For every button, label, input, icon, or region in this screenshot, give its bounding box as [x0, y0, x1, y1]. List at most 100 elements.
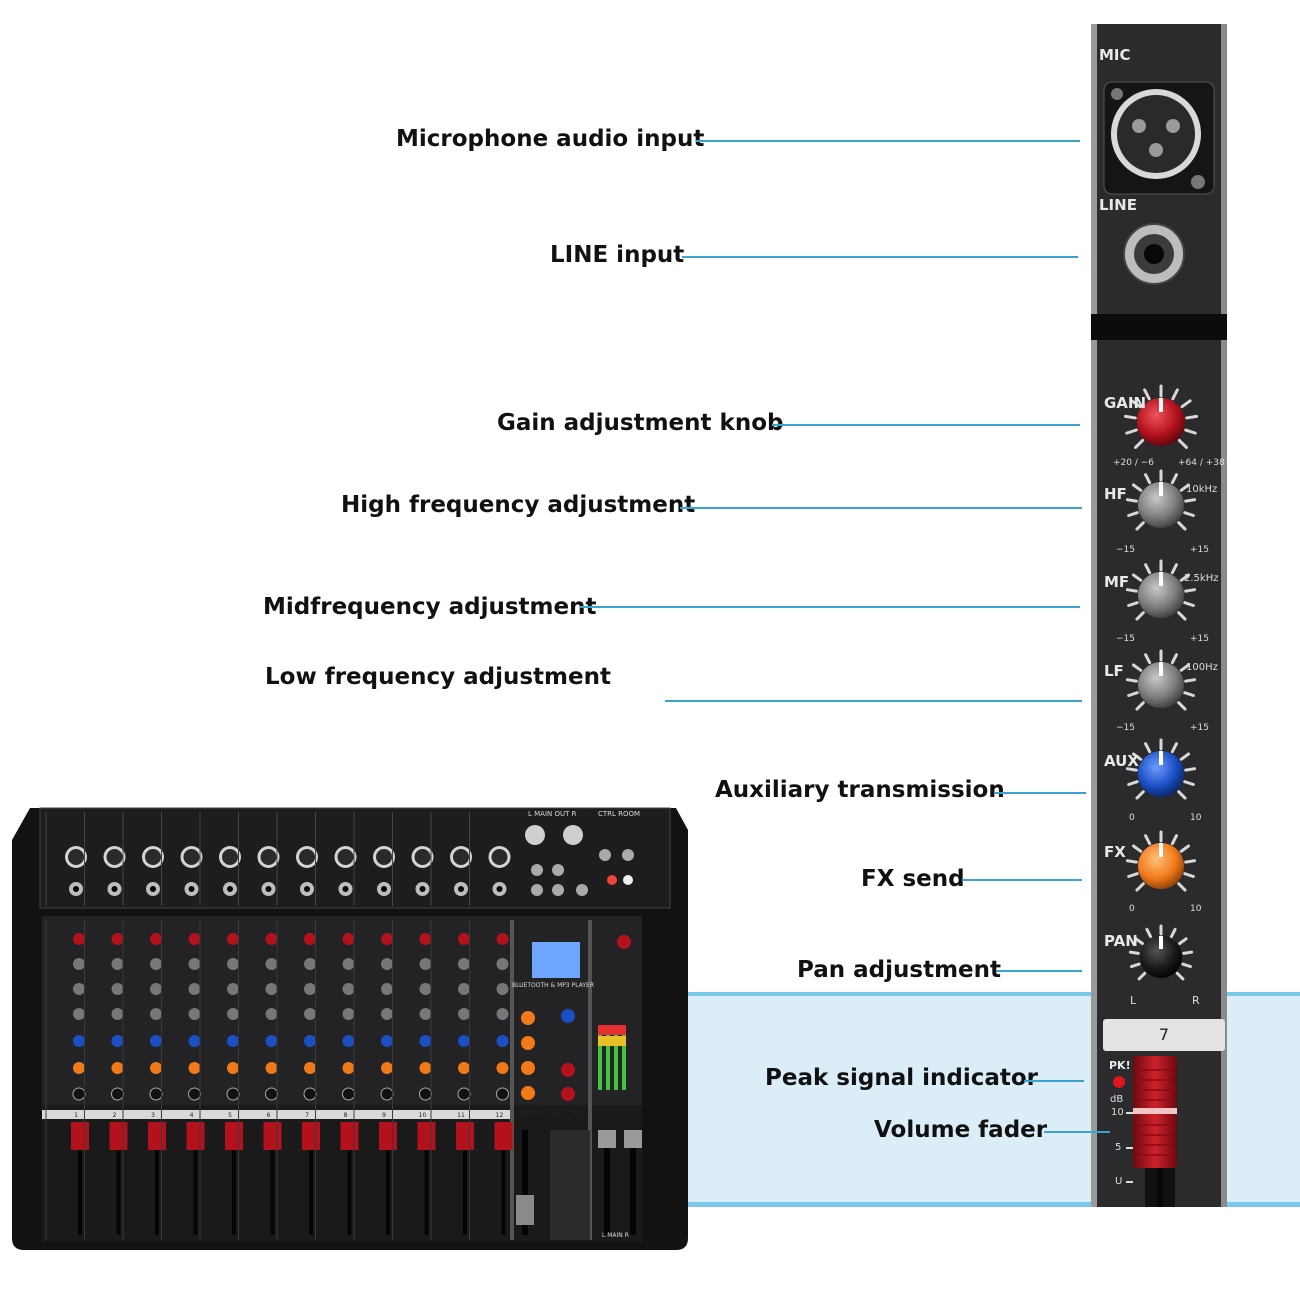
knob-tick — [1169, 927, 1177, 939]
fader-callout: Volume fader — [874, 1117, 1048, 1143]
knob-tick — [1179, 844, 1191, 853]
mixer-channel-part — [491, 849, 508, 865]
knob-tick — [1184, 588, 1197, 593]
mixer-channel-part — [226, 1087, 240, 1101]
mixer-channel-part — [379, 1122, 397, 1150]
mixer-channel-part — [227, 1062, 239, 1074]
mixer-channel-part — [458, 886, 464, 892]
fader-leader — [1044, 1131, 1110, 1133]
mf-max-label: +15 — [1190, 634, 1209, 644]
mixer-channel-part — [458, 1062, 470, 1074]
mixer-channel-part — [183, 849, 200, 865]
mixer-channel-part — [265, 1087, 278, 1101]
mixer-channel-part — [304, 1062, 316, 1074]
scale-5-label: 5 — [1115, 1142, 1122, 1153]
mixer-channel-part — [73, 1035, 85, 1047]
mixer-channel-number: 1 — [74, 1112, 78, 1119]
knob-tick — [1183, 601, 1195, 608]
mixer-channel-part — [73, 983, 85, 995]
mixer-main-out-label: L MAIN OUT R — [528, 810, 577, 818]
strip-hf-label: HF — [1104, 485, 1127, 503]
mixer-channel-part — [376, 849, 392, 865]
mixer-channel-part — [347, 1125, 352, 1235]
mixer-channel-part — [73, 886, 79, 892]
highlight-band-bottom — [678, 1202, 1300, 1207]
strip-mic-label: MIC — [1099, 46, 1131, 64]
aux-max-label: 10 — [1190, 813, 1202, 823]
gain-min-label: +20 / −6 — [1113, 458, 1155, 468]
mixer-channel-part — [227, 886, 233, 892]
mixer-channel-part — [304, 1008, 316, 1020]
mixer-channel-part — [186, 1122, 205, 1150]
mixer-channel-part — [419, 886, 426, 892]
knob-tick — [1131, 483, 1143, 492]
low-freq-leader — [665, 700, 1082, 702]
mixer-channel-part — [342, 933, 355, 945]
mixer-channel-part — [150, 958, 162, 970]
mixer-channel-part — [417, 1122, 436, 1150]
mixer-channel-part — [111, 1035, 124, 1047]
knob-tick — [1170, 563, 1178, 575]
mixer-channel-part — [188, 958, 201, 970]
knob-tick — [1135, 701, 1145, 711]
aux-min-label: 0 — [1129, 813, 1135, 823]
lf-knob-icon — [1138, 662, 1184, 708]
strip-mf-label: MF — [1104, 573, 1130, 591]
aux-callout: Auxiliary transmission — [715, 777, 1005, 803]
strip-line-label: LINE — [1099, 196, 1137, 214]
knob-tick — [1184, 498, 1197, 503]
mixer-channel-part — [68, 849, 84, 865]
mixer-channel-part — [73, 958, 85, 970]
mixer-channel-part — [381, 933, 393, 945]
line-input-leader — [682, 256, 1078, 258]
mixer-channel-part — [386, 1125, 390, 1235]
mixer-channel-part — [155, 1125, 159, 1235]
fx-max-label: 10 — [1190, 904, 1202, 914]
knob-tick — [1179, 752, 1191, 761]
mixer-aux-tape-label: AUX / TAPE — [552, 1111, 586, 1118]
highlight-band-top — [678, 992, 1300, 996]
mixer-channel-part — [150, 1008, 162, 1020]
mixer-channel-part — [337, 849, 354, 865]
mixer-channel-part — [265, 933, 278, 945]
mixer-channel-part — [303, 1087, 317, 1101]
knob-tick — [1127, 780, 1139, 787]
mixer-channel-part — [424, 1125, 429, 1235]
knob-tick — [1127, 691, 1139, 698]
mixer-channel-part — [111, 933, 124, 945]
mixer-channel-part — [225, 1122, 243, 1150]
mixer-channel-part — [419, 1035, 432, 1047]
knob-tick — [1182, 950, 1194, 955]
knob-tick — [1184, 428, 1197, 435]
mixer-channel-number: 6 — [267, 1112, 271, 1119]
knob-tick — [1135, 521, 1145, 531]
lf-min-label: −15 — [1116, 723, 1135, 733]
scale-10-label: 10 — [1111, 1107, 1124, 1118]
mixer-channel-part — [149, 1087, 163, 1101]
mixer-channel-part — [496, 958, 509, 970]
mixer-channel-number: 4 — [190, 1112, 194, 1119]
knob-tick — [1170, 742, 1178, 754]
mixer-channel-part — [414, 849, 431, 865]
strip-lf-label: LF — [1104, 662, 1124, 680]
hf-freq-label: 10kHz — [1186, 484, 1218, 495]
knob-tick — [1128, 950, 1140, 955]
mixer-channel-part — [109, 1122, 128, 1150]
gain-knob-leader — [772, 424, 1080, 426]
mixer-channel-part — [150, 1062, 162, 1074]
mixer-channel-part — [496, 886, 503, 892]
knob-tick — [1144, 473, 1152, 485]
knob-tick — [1127, 601, 1139, 608]
mixer-channel-part — [265, 886, 272, 892]
knob-tick — [1170, 653, 1178, 665]
knob-tick — [1177, 611, 1187, 621]
strip-fx-label: FX — [1104, 843, 1126, 861]
mixer-channel-part — [340, 1122, 359, 1150]
mixer-channel-part — [150, 933, 162, 945]
knob-tick — [1123, 414, 1137, 420]
knob-tick — [1125, 859, 1138, 864]
mixer-channel-part — [71, 1122, 89, 1150]
mixer-channel-number: 5 — [228, 1112, 232, 1119]
knob-tick — [1125, 678, 1138, 683]
